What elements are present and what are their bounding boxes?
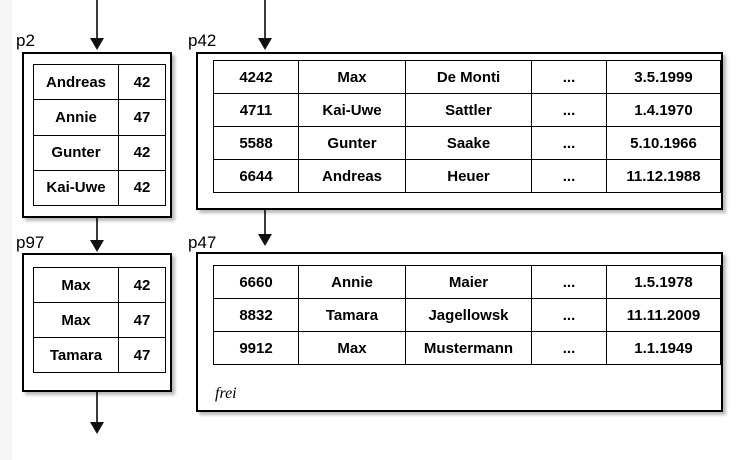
table-row: Gunter 42 bbox=[33, 134, 166, 171]
directory-table-p97: Max 42 Max 47 Tamara 47 bbox=[33, 267, 166, 373]
table-row: 8832 Tamara Jagellowsk ... 11.11.2009 bbox=[213, 298, 721, 332]
dir-name-cell: Gunter bbox=[33, 134, 119, 171]
data-date-cell: 1.5.1978 bbox=[606, 265, 721, 299]
arrow-p2-to-p97-line bbox=[96, 218, 98, 242]
data-date-cell: 1.4.1970 bbox=[606, 93, 721, 127]
data-last-cell: Maier bbox=[405, 265, 532, 299]
data-first-cell: Max bbox=[298, 331, 406, 365]
data-key-cell: 5588 bbox=[213, 126, 299, 160]
data-first-cell: Annie bbox=[298, 265, 406, 299]
data-key-cell: 4711 bbox=[213, 93, 299, 127]
page-label-p2: p2 bbox=[16, 31, 35, 50]
dir-value-cell: 47 bbox=[118, 302, 166, 338]
data-more-cell: ... bbox=[531, 126, 607, 160]
data-last-cell: Saake bbox=[405, 126, 532, 160]
page-label-p97: p97 bbox=[16, 233, 45, 252]
dir-name-cell: Andreas bbox=[33, 63, 119, 101]
arrow-into-p2-line bbox=[96, 0, 98, 40]
table-row: 6644 Andreas Heuer ... 11.12.1988 bbox=[213, 159, 721, 193]
table-row: 4711 Kai-Uwe Sattler ... 1.4.1970 bbox=[213, 93, 721, 127]
data-more-cell: ... bbox=[531, 265, 607, 299]
dir-name-cell: Kai-Uwe bbox=[33, 169, 119, 207]
arrow-into-p42-head bbox=[258, 38, 272, 50]
data-key-cell: 8832 bbox=[213, 298, 299, 332]
table-row: 5588 Gunter Saake ... 5.10.1966 bbox=[213, 126, 721, 160]
data-first-cell: Andreas bbox=[298, 159, 406, 193]
data-date-cell: 3.5.1999 bbox=[606, 60, 721, 94]
dir-value-cell: 47 bbox=[118, 99, 166, 136]
dir-name-cell: Max bbox=[33, 267, 119, 303]
data-first-cell: Kai-Uwe bbox=[298, 93, 406, 127]
data-key-cell: 6644 bbox=[213, 159, 299, 193]
dir-value-cell: 42 bbox=[118, 134, 166, 171]
table-row: 9912 Max Mustermann ... 1.1.1949 bbox=[213, 331, 721, 365]
table-row: Tamara 47 bbox=[33, 337, 166, 373]
directory-table-p2: Andreas 42 Annie 47 Gunter 42 Kai-Uwe 42 bbox=[33, 63, 166, 207]
data-last-cell: Mustermann bbox=[405, 331, 532, 365]
page-label-p47: p47 bbox=[188, 233, 217, 252]
dir-value-cell: 42 bbox=[118, 169, 166, 207]
dir-name-cell: Max bbox=[33, 302, 119, 338]
table-row: Max 42 bbox=[33, 267, 166, 303]
data-last-cell: Heuer bbox=[405, 159, 532, 193]
table-row: Max 47 bbox=[33, 302, 166, 338]
arrow-p2-to-p97-head bbox=[90, 240, 104, 252]
data-more-cell: ... bbox=[531, 60, 607, 94]
data-more-cell: ... bbox=[531, 93, 607, 127]
table-row: Andreas 42 bbox=[33, 63, 166, 101]
arrow-p97-down-line bbox=[96, 392, 98, 424]
dir-value-cell: 47 bbox=[118, 337, 166, 373]
data-first-cell: Gunter bbox=[298, 126, 406, 160]
arrow-p97-down-head bbox=[90, 422, 104, 434]
dir-value-cell: 42 bbox=[118, 63, 166, 101]
table-row: 6660 Annie Maier ... 1.5.1978 bbox=[213, 265, 721, 299]
data-table-p47: 6660 Annie Maier ... 1.5.1978 8832 Tamar… bbox=[213, 265, 721, 365]
data-last-cell: De Monti bbox=[405, 60, 532, 94]
data-first-cell: Max bbox=[298, 60, 406, 94]
data-key-cell: 4242 bbox=[213, 60, 299, 94]
dir-name-cell: Annie bbox=[33, 99, 119, 136]
dir-value-cell: 42 bbox=[118, 267, 166, 303]
table-row: Kai-Uwe 42 bbox=[33, 169, 166, 207]
data-date-cell: 11.11.2009 bbox=[606, 298, 721, 332]
arrow-into-p2-head bbox=[90, 38, 104, 50]
arrow-into-p42-line bbox=[264, 0, 266, 40]
arrow-p42-to-p47-line bbox=[264, 210, 266, 236]
data-more-cell: ... bbox=[531, 298, 607, 332]
arrow-p42-to-p47-head bbox=[258, 234, 272, 246]
data-date-cell: 11.12.1988 bbox=[606, 159, 721, 193]
data-more-cell: ... bbox=[531, 159, 607, 193]
data-first-cell: Tamara bbox=[298, 298, 406, 332]
data-date-cell: 1.1.1949 bbox=[606, 331, 721, 365]
table-row: Annie 47 bbox=[33, 99, 166, 136]
page-label-p42: p42 bbox=[188, 31, 217, 50]
page-margin-strip bbox=[0, 0, 12, 460]
data-date-cell: 5.10.1966 bbox=[606, 126, 721, 160]
dir-name-cell: Tamara bbox=[33, 337, 119, 373]
data-table-p42: 4242 Max De Monti ... 3.5.1999 4711 Kai-… bbox=[213, 60, 721, 193]
data-last-cell: Sattler bbox=[405, 93, 532, 127]
data-last-cell: Jagellowsk bbox=[405, 298, 532, 332]
data-key-cell: 9912 bbox=[213, 331, 299, 365]
data-key-cell: 6660 bbox=[213, 265, 299, 299]
table-row: 4242 Max De Monti ... 3.5.1999 bbox=[213, 60, 721, 94]
free-space-label-p47: frei bbox=[215, 385, 237, 402]
data-more-cell: ... bbox=[531, 331, 607, 365]
